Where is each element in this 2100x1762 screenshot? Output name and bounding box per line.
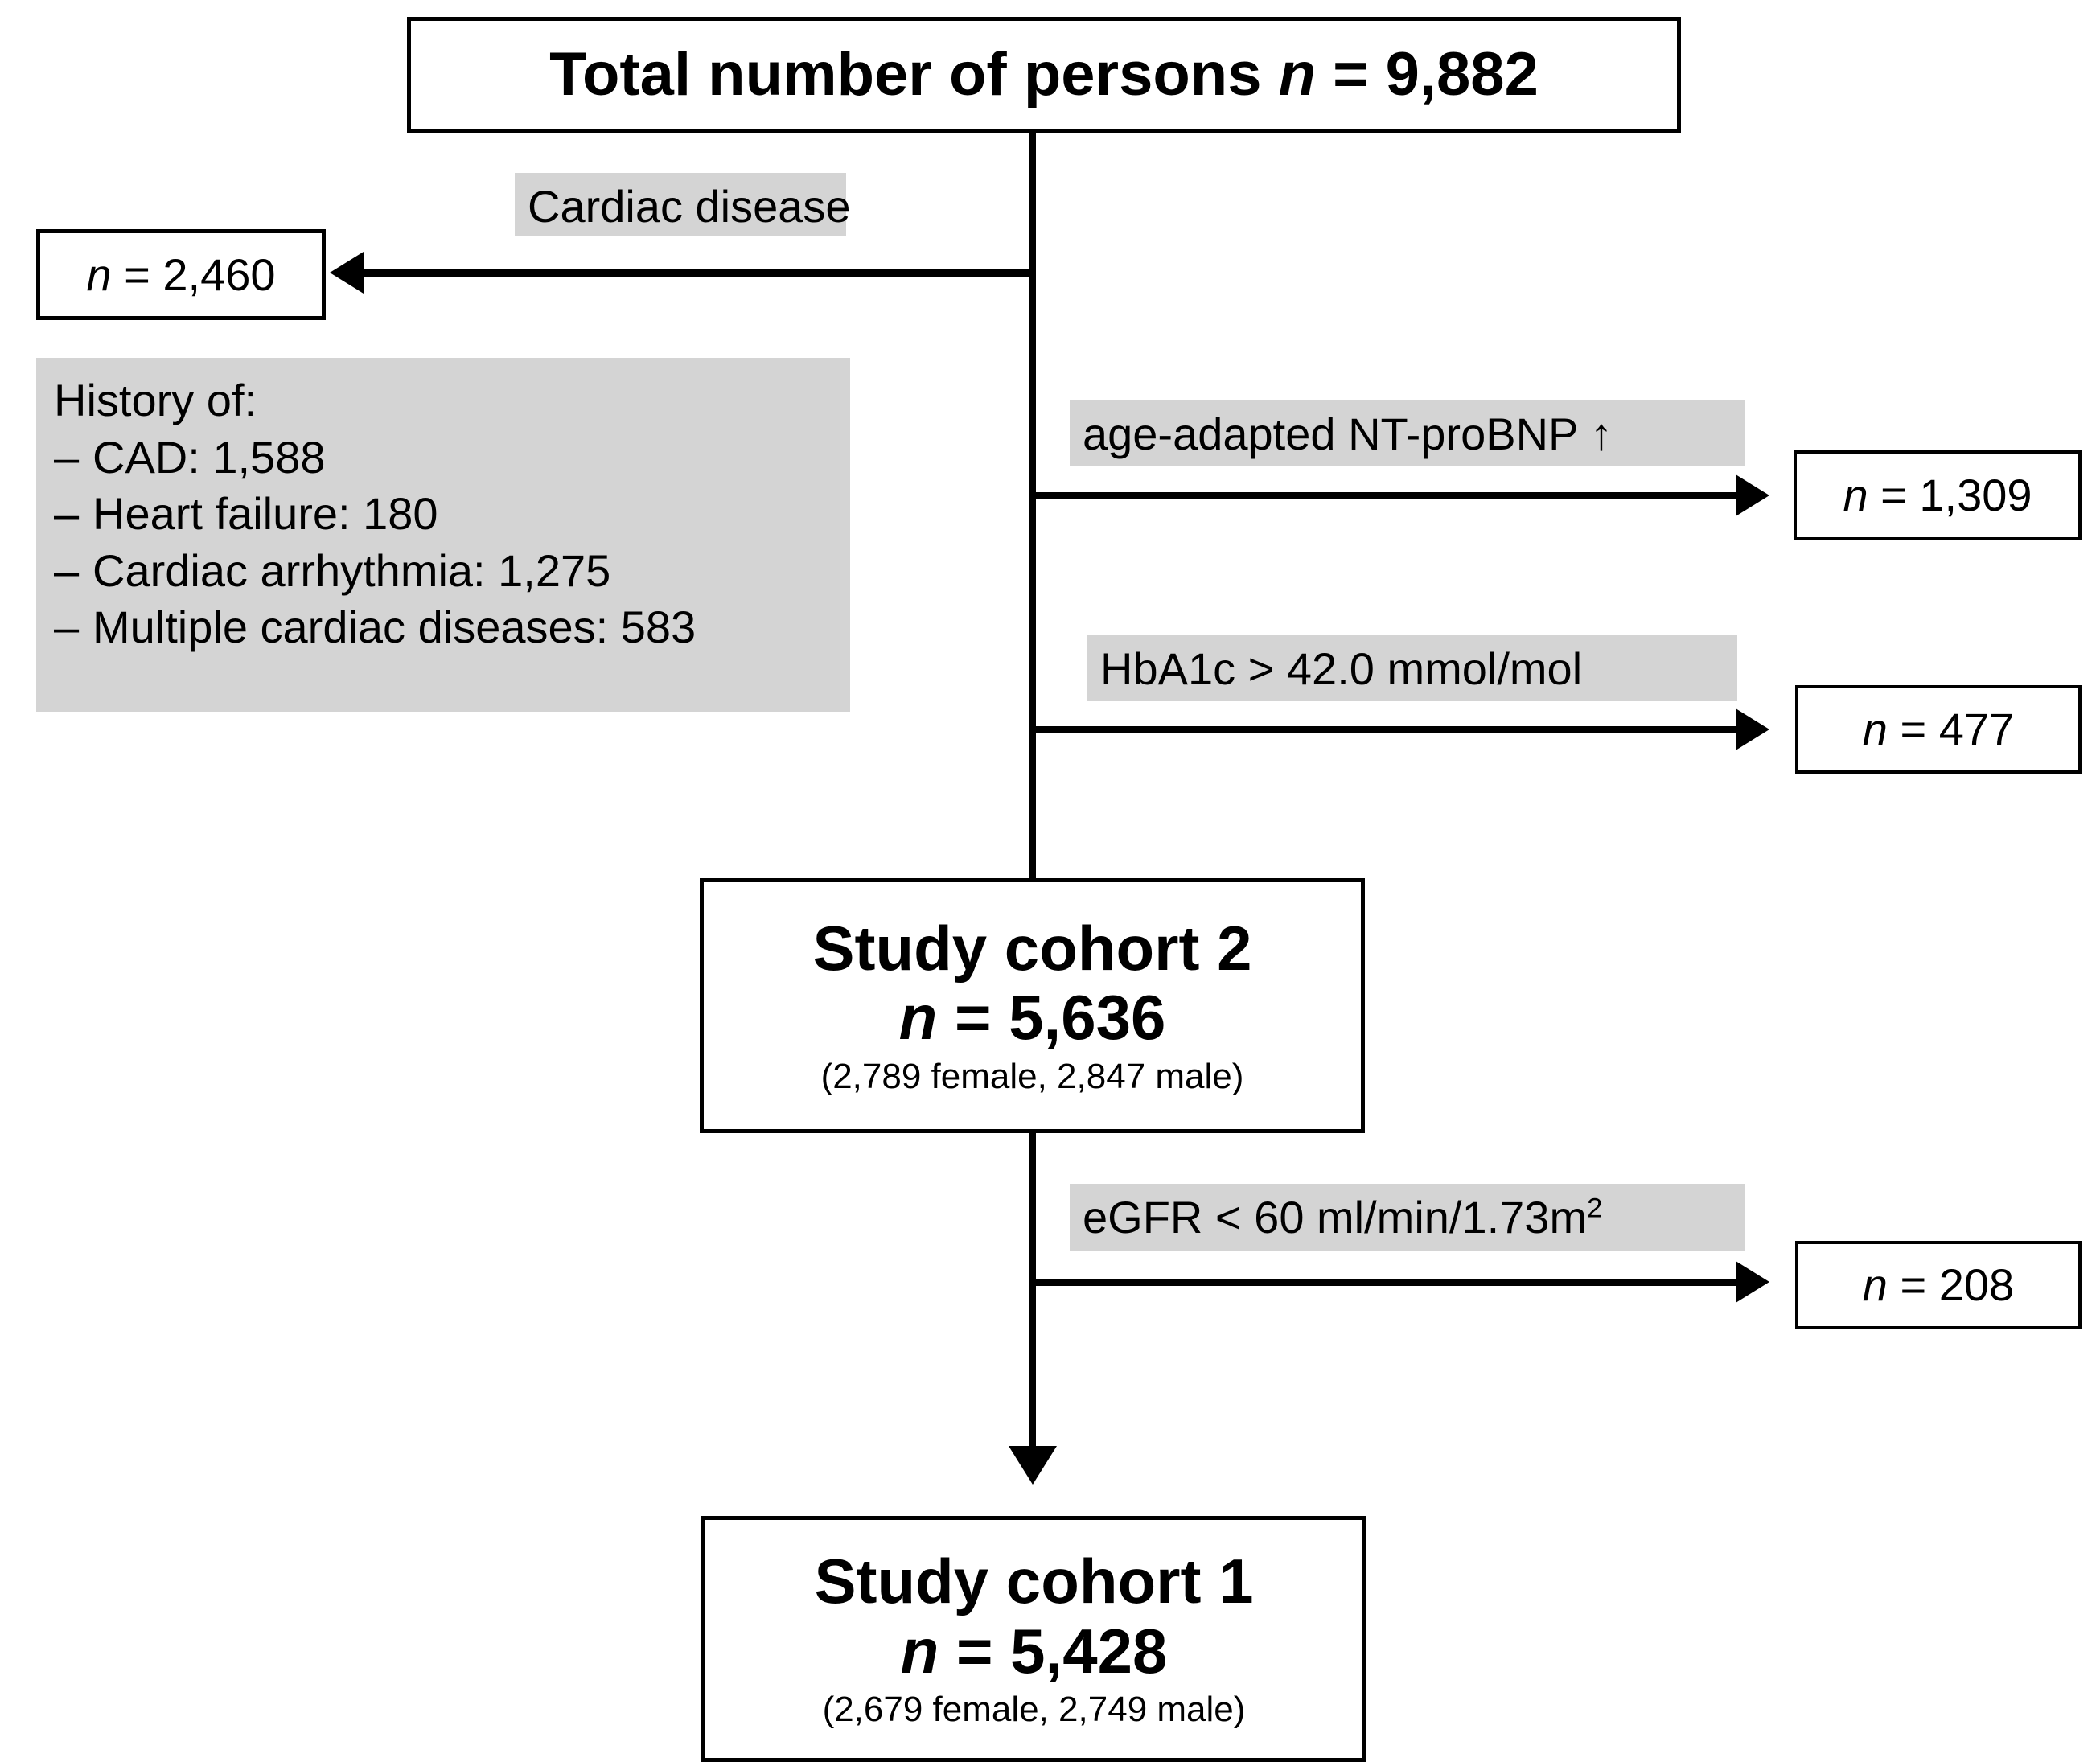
node-total-persons: Total number of persons n = 9,882 [407, 17, 1681, 133]
history-bullet-dash: – [54, 544, 80, 596]
edge-label-hba1c: HbA1c > 42.0 mmol/mol [1087, 635, 1737, 701]
node-excluded-nt-probnp-label: n = 1,309 [1843, 470, 2032, 520]
cardiac-value: = 2,460 [111, 248, 276, 300]
egfr-value: = 208 [1887, 1259, 2015, 1311]
history-item-cardiac-arrhythmia: – Cardiac arrhythmia: 1,275 [54, 543, 831, 600]
egfr-italic-n: n [1862, 1259, 1888, 1311]
study-cohort-2-count: n = 5,636 [899, 983, 1166, 1053]
edge-label-egfr-prefix: eGFR < 60 ml/min/1.73m [1083, 1192, 1588, 1242]
edge-label-nt-probnp-text: age-adapted NT-proBNP ↑ [1083, 409, 1613, 459]
node-excluded-hba1c-label: n = 477 [1863, 704, 2014, 754]
study-cohort-2-title: Study cohort 2 [812, 912, 1252, 984]
node-excluded-egfr: n = 208 [1795, 1241, 2082, 1329]
arrowhead-cardiac-disease [330, 252, 364, 294]
node-excluded-cardiac-disease-label: n = 2,460 [86, 248, 276, 300]
node-excluded-egfr-label: n = 208 [1863, 1260, 2014, 1310]
total-persons-suffix: = 9,882 [1316, 39, 1539, 109]
history-item-heart-failure: – Heart failure: 180 [54, 486, 831, 543]
cohort-2-n-value: = 5,636 [937, 982, 1166, 1054]
connector-egfr [1032, 1279, 1736, 1286]
history-item-cardiac-arrhythmia-label: Cardiac arrhythmia: 1,275 [92, 544, 611, 596]
history-item-cad-label: CAD: 1,588 [92, 431, 326, 483]
node-excluded-nt-probnp: n = 1,309 [1794, 450, 2082, 540]
history-item-heart-failure-label: Heart failure: 180 [92, 488, 438, 540]
panel-cardiac-disease-history: History of: – CAD: 1,588 – Heart failure… [36, 358, 850, 712]
connector-hba1c [1032, 726, 1736, 733]
nt-probnp-italic-n: n [1843, 470, 1868, 521]
nt-probnp-value: = 1,309 [1868, 470, 2032, 521]
node-study-cohort-2: Study cohort 2 n = 5,636 (2,789 female, … [700, 878, 1365, 1133]
history-bullet-dash: – [54, 431, 80, 483]
spine-arrowhead-down [1009, 1446, 1057, 1485]
arrowhead-hba1c [1736, 708, 1769, 750]
arrowhead-egfr [1736, 1261, 1769, 1303]
edge-label-nt-probnp: age-adapted NT-proBNP ↑ [1070, 400, 1745, 466]
node-excluded-cardiac-disease: n = 2,460 [36, 229, 326, 320]
cohort-1-n-value: = 5,428 [939, 1615, 1168, 1686]
node-study-cohort-1: Study cohort 1 n = 5,428 (2,679 female, … [701, 1516, 1366, 1762]
study-cohort-1-breakdown: (2,679 female, 2,749 male) [822, 1690, 1246, 1730]
node-total-persons-label: Total number of persons n = 9,882 [549, 39, 1539, 109]
history-bullet-dash: – [54, 488, 80, 540]
edge-label-hba1c-text: HbA1c > 42.0 mmol/mol [1100, 643, 1583, 694]
cohort-1-italic-n: n [900, 1615, 939, 1686]
study-cohort-1-title: Study cohort 1 [814, 1546, 1254, 1617]
history-bullet-dash: – [54, 602, 80, 653]
node-excluded-hba1c: n = 477 [1795, 685, 2082, 774]
study-cohort-2-breakdown: (2,789 female, 2,847 male) [820, 1056, 1244, 1096]
study-cohort-1-count: n = 5,428 [901, 1616, 1168, 1686]
hba1c-italic-n: n [1862, 704, 1888, 755]
cohort-2-italic-n: n [898, 982, 938, 1054]
connector-nt-probnp [1032, 492, 1736, 499]
arrowhead-nt-probnp [1736, 474, 1769, 516]
history-item-list: – CAD: 1,588 – Heart failure: 180 – Card… [54, 429, 831, 656]
hba1c-value: = 477 [1887, 704, 2015, 755]
edge-label-egfr-superscript: 2 [1587, 1193, 1603, 1224]
edge-label-cardiac-disease: Cardiac disease [515, 173, 851, 236]
spine-segment-top [1029, 133, 1036, 881]
history-heading: History of: [54, 375, 257, 425]
history-item-multiple-cardiac-diseases: – Multiple cardiac diseases: 583 [54, 599, 831, 656]
connector-cardiac-disease [364, 269, 1033, 277]
cardiac-italic-n: n [86, 248, 112, 300]
spine-segment-bottom [1029, 1133, 1036, 1452]
history-item-multiple-cardiac-diseases-label: Multiple cardiac diseases: 583 [92, 602, 697, 653]
total-persons-italic-n: n [1278, 39, 1317, 109]
total-persons-prefix: Total number of persons [549, 39, 1279, 109]
edge-label-cardiac-disease-text: Cardiac disease [528, 181, 851, 232]
history-item-cad: – CAD: 1,588 [54, 429, 831, 487]
edge-label-egfr: eGFR < 60 ml/min/1.73m2 [1070, 1184, 1745, 1251]
